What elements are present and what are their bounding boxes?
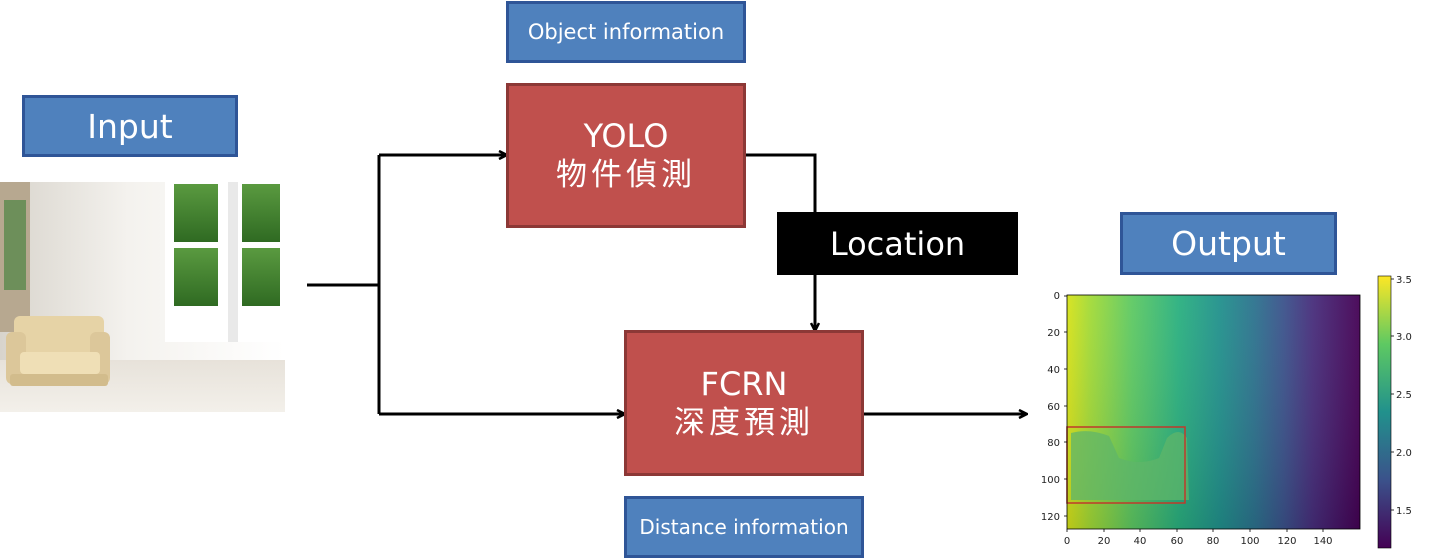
yolo-subtitle: 物件偵測 [556, 157, 696, 194]
colorbar-tick-label: 1.5 [1396, 506, 1412, 517]
object-information-label: Object information [527, 20, 725, 44]
y-tick-label: 20 [1047, 328, 1060, 339]
y-tick-label: 120 [1041, 512, 1060, 523]
yolo-title: YOLO [583, 117, 669, 156]
x-axis [1066, 529, 1324, 532]
fcrn-title: FCRN [700, 364, 788, 403]
depth-map-plot: 0 20 40 60 80 100 120 0 20 40 60 80 100 … [1041, 275, 1412, 549]
distance-information-label: Distance information [639, 515, 849, 539]
x-tick-label: 100 [1240, 536, 1259, 547]
yolo-box: YOLO 物件偵測 [506, 83, 746, 228]
x-tick-label: 140 [1313, 536, 1332, 547]
input-label-box: Input [22, 95, 238, 157]
colorbar [1377, 275, 1392, 549]
location-box: Location [777, 212, 1018, 275]
x-tick-label: 40 [1134, 536, 1147, 547]
x-tick-label: 20 [1098, 536, 1111, 547]
x-tick-label: 60 [1171, 536, 1184, 547]
location-label: Location [829, 224, 966, 263]
fcrn-box: FCRN 深度預測 [624, 330, 864, 476]
y-tick-label: 80 [1047, 438, 1060, 449]
y-axis [1064, 295, 1067, 517]
fcrn-subtitle: 深度預測 [674, 404, 814, 441]
y-tick-label: 40 [1047, 365, 1060, 376]
output-label: Output [1171, 224, 1286, 263]
colorbar-tick-label: 3.0 [1396, 332, 1412, 343]
input-label: Input [87, 106, 173, 146]
x-tick-label: 80 [1207, 536, 1220, 547]
colorbar-tick-label: 2.0 [1396, 448, 1412, 459]
y-tick-label: 100 [1041, 475, 1060, 486]
x-tick-label: 0 [1064, 536, 1070, 547]
x-tick-label: 120 [1277, 536, 1296, 547]
input-room-photo [0, 182, 285, 412]
colorbar-tick-label: 3.5 [1396, 275, 1412, 286]
output-label-box: Output [1120, 212, 1337, 275]
y-tick-label: 0 [1054, 291, 1060, 302]
object-information-box: Object information [506, 1, 746, 63]
y-tick-label: 60 [1047, 402, 1060, 413]
distance-information-box: Distance information [624, 496, 864, 558]
colorbar-tick-label: 2.5 [1396, 390, 1412, 401]
